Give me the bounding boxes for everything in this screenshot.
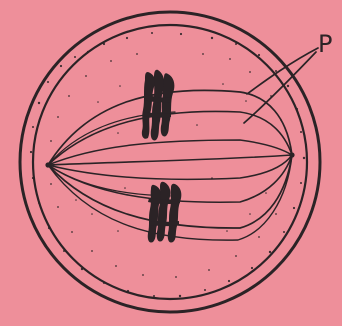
inner-boundary [33, 25, 307, 299]
lower-chromosomes [148, 182, 182, 243]
label-p: P [318, 32, 332, 56]
upper-chromosomes [142, 70, 175, 141]
cell-membrane [20, 12, 320, 312]
